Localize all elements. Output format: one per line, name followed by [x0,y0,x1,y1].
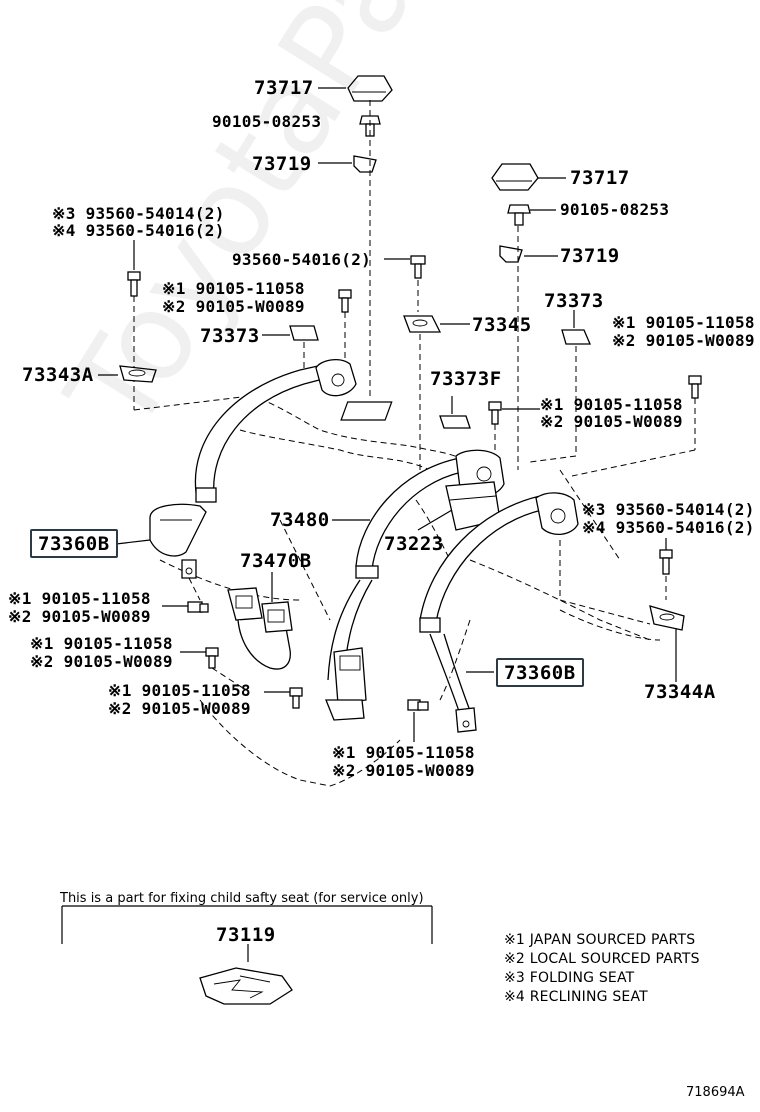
label-left-guide: 73373 [200,325,260,347]
child-seat-bracket-part [199,967,293,1005]
legend-item: ※3 FOLDING SEAT [504,970,635,986]
label-top-clip-right: 73719 [560,245,620,267]
label-center-bolt-1: ※1 90105-11058 [540,395,683,414]
label-top-cover-right: 73717 [570,167,630,189]
diagram-id: 718694A [686,1085,745,1100]
label-mid-left-bolt-2: ※2 90105-W0089 [162,297,305,316]
left-belt-bolt-part [187,601,209,613]
label-right-rear-bolt-1: ※1 90105-11058 [612,313,755,332]
left-belt-part [149,358,357,579]
right-anchor-part [649,605,685,631]
center-belt-part [325,449,505,721]
label-child-seat-part: 73119 [216,924,276,946]
right-belt-bolt-part [407,699,429,711]
buckle-part [227,587,293,670]
center-cover-part [403,315,442,333]
label-center-belt: 73480 [270,509,330,531]
buckle-bolt-part [205,647,219,669]
label-buckle-bolt-1: ※1 90105-11058 [30,634,173,653]
top-clip-left-part [353,155,377,173]
center-bolt-part [488,401,502,425]
child-seat-note: This is a part for fixing child safty se… [60,891,424,906]
label-right-rear-bolt-2: ※2 90105-W0089 [612,331,755,350]
label-top-bolt-left: 90105-08253 [212,112,322,131]
legend-item: ※2 LOCAL SOURCED PARTS [504,951,700,967]
legend-item: ※1 JAPAN SOURCED PARTS [504,932,696,948]
legend: ※1 JAPAN SOURCED PARTS ※2 LOCAL SOURCED … [504,932,700,1008]
label-top-cover-left: 73717 [254,77,314,99]
label-mid-left-bolt-1: ※1 90105-11058 [162,279,305,298]
left-guide-part [289,325,319,341]
label-right-belt: 73360B [496,658,584,687]
center-retractor-part [445,481,501,531]
label-center-cover: 73345 [472,314,532,336]
legend-item: ※4 RECLINING SEAT [504,989,648,1005]
label-center-bottom-right-bolt-1: ※1 90105-11058 [332,743,475,762]
top-cover-right-part [491,163,539,191]
label-mid-bolt: 93560-54016(2) [232,250,372,269]
top-cover-left-part [347,75,393,102]
left-anchor-part [119,365,157,383]
lower-center-bolt-part [289,687,303,709]
right-guide-part [561,329,591,345]
label-center-guide: 73373F [430,368,502,390]
label-top-clip-left: 73719 [252,153,312,175]
left-top-bolt-part [127,271,141,297]
center-top-bolt-part [410,255,426,279]
right-rear-bolt-part [688,375,702,399]
label-right-guide: 73373 [544,290,604,312]
label-right-rear-bolt-3: ※3 93560-54014(2) [582,500,755,519]
label-left-bolt-3: ※3 93560-54014(2) [52,204,225,223]
right-belt-part [419,492,579,733]
label-center-bottom-right-bolt-2: ※2 90105-W0089 [332,761,475,780]
label-center-bottom-bolt-2: ※2 90105-W0089 [108,699,251,718]
label-center-retractor: 73223 [384,533,444,555]
label-center-bottom-bolt-1: ※1 90105-11058 [108,681,251,700]
label-right-anchor: 73344A [644,681,716,703]
label-center-bolt-2: ※2 90105-W0089 [540,412,683,431]
mid-left-bolt-part [338,289,352,313]
label-buckle: 73470B [240,550,312,572]
label-left-belt: 73360B [30,529,118,558]
label-left-belt-bolt-1: ※1 90105-11058 [8,589,151,608]
label-top-bolt-right: 90105-08253 [560,200,670,219]
top-bolt-right-part [507,204,531,226]
label-left-bolt-4: ※4 93560-54016(2) [52,221,225,240]
label-left-anchor: 73343A [22,364,94,386]
label-buckle-bolt-2: ※2 90105-W0089 [30,652,173,671]
label-right-rear-bolt-4: ※4 93560-54016(2) [582,518,755,537]
center-guide-part [439,415,471,429]
label-left-belt-bolt-2: ※2 90105-W0089 [8,607,151,626]
top-clip-right-part [499,245,523,263]
right-rear-anchor-bolt-part [659,549,673,575]
